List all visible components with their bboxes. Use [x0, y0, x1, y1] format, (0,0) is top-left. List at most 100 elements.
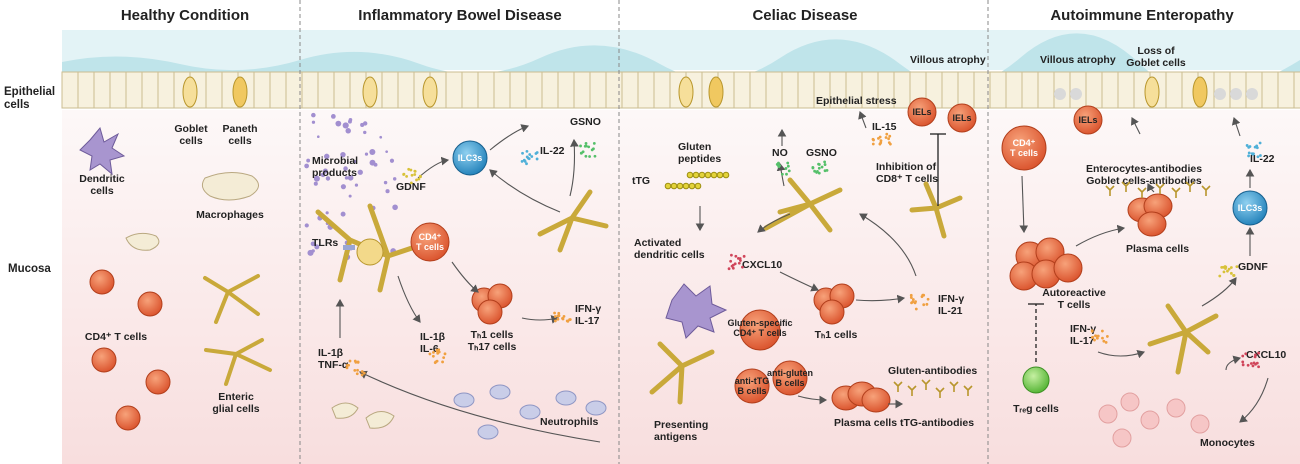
- epithelial-cell: [397, 71, 415, 109]
- cytokine-dot: [823, 169, 827, 173]
- microbe-dot: [324, 153, 330, 160]
- cytokine-dot: [1105, 335, 1109, 338]
- microbe-dot: [342, 122, 349, 129]
- antibody: [1171, 187, 1181, 198]
- cytokine-dot: [926, 297, 930, 301]
- cytokine-dot: [556, 317, 560, 321]
- microbe-dot: [330, 114, 336, 119]
- microbe-dot: [335, 120, 342, 127]
- cytokine-dot: [1253, 353, 1257, 357]
- cytokine-dot: [409, 168, 413, 172]
- label-cel-ttg-ab: tTG-antibodies: [900, 417, 974, 429]
- cytokine-dot: [1226, 269, 1229, 273]
- cytokine-dot: [777, 161, 780, 165]
- epithelial-cell: [253, 71, 271, 109]
- cytokine-dot: [922, 293, 926, 297]
- antibody: [1105, 185, 1115, 196]
- microbe-dot: [344, 176, 349, 180]
- cytokine-dot: [441, 360, 444, 364]
- title-healthy: Healthy Condition: [121, 7, 249, 24]
- cytokine-dot: [1100, 329, 1104, 333]
- cytokine-dot: [435, 359, 439, 363]
- goblet-cell: [232, 76, 248, 108]
- cytokine-dot: [417, 177, 421, 181]
- label-aie-treg: Tᵣₑg cells: [1013, 403, 1059, 415]
- antibody: [949, 381, 959, 392]
- microbe-dot: [311, 249, 315, 253]
- cytokine-dot: [553, 319, 557, 323]
- epithelial-cell: [93, 71, 111, 109]
- title-ibd: Inflammatory Bowel Disease: [358, 7, 561, 24]
- inhibition-lines: [930, 133, 1044, 362]
- antibody: [1137, 187, 1147, 198]
- cytokine-dot: [525, 149, 529, 153]
- cytokine-dot: [1251, 364, 1255, 368]
- cytokine-dot: [1247, 154, 1251, 158]
- label-aie-cxcl10: CXCL10: [1246, 349, 1286, 361]
- cel-gluten-specific-t: [739, 309, 781, 351]
- cytokine-dot: [816, 169, 819, 173]
- microbe-dot: [316, 135, 320, 138]
- cytokine-dot: [1094, 334, 1097, 338]
- cytokine-dot: [523, 159, 527, 163]
- aie-iels: [1073, 105, 1103, 135]
- stressed-nucleus: [1230, 88, 1242, 100]
- cytokine-dot: [777, 165, 781, 169]
- epithelial-cell: [621, 71, 639, 109]
- cytokine-dot: [888, 134, 892, 138]
- cytokine-dot: [592, 142, 596, 145]
- cytokine-dot: [521, 151, 524, 155]
- epithelial-cell: [941, 71, 959, 109]
- cytokine-dot: [553, 311, 556, 315]
- epithelial-cell: [1293, 71, 1300, 109]
- cytokine-dot: [878, 142, 882, 146]
- cytokine-dot: [811, 165, 815, 169]
- microbe-dot: [353, 159, 357, 164]
- label-ibd-ilc3s: ILC3s: [458, 153, 483, 163]
- cytokine-dots: [345, 132, 1262, 398]
- ibd-debris: [331, 402, 395, 429]
- label-cel-villous: Villous atrophy: [910, 54, 986, 66]
- cytokine-dot: [415, 178, 418, 182]
- epithelial-cell: [749, 71, 767, 109]
- label-ibd-gsno: GSNO: [570, 116, 601, 128]
- microbe-dot: [348, 194, 352, 198]
- microbe-dot: [311, 112, 316, 118]
- title-celiac: Celiac Disease: [752, 7, 857, 24]
- microbe-dot: [304, 163, 309, 169]
- cytokine-dot: [1251, 153, 1255, 156]
- macrophage: [201, 172, 259, 201]
- microbe-dot: [314, 244, 320, 250]
- cytokine-dot: [734, 254, 738, 258]
- stressed-nucleus: [1214, 88, 1226, 100]
- ibd-dc-body: [356, 238, 384, 266]
- aie-ilc3: [1232, 190, 1268, 226]
- antibody: [907, 385, 917, 396]
- cel-glial-cells: [649, 177, 963, 405]
- cytokine-dot: [914, 307, 918, 311]
- gluten-peptide-chain: [664, 171, 730, 190]
- cytokine-dot: [1256, 155, 1260, 159]
- epithelial-cell: [77, 71, 95, 109]
- microbe-dot: [360, 122, 365, 127]
- label-aie-villous: Villous atrophy: [1040, 54, 1116, 66]
- cytokine-dot: [909, 296, 913, 299]
- cytokine-dot: [443, 352, 447, 356]
- cytokine-dot: [353, 368, 357, 372]
- microbe-dot: [379, 135, 383, 139]
- cytokine-dot: [1090, 329, 1094, 333]
- epithelial-cell: [589, 71, 607, 109]
- cytokine-dot: [583, 144, 587, 148]
- cytokine-dot: [584, 142, 588, 145]
- side-label-mucosa: Mucosa: [8, 263, 51, 275]
- cytokine-dot: [527, 157, 531, 161]
